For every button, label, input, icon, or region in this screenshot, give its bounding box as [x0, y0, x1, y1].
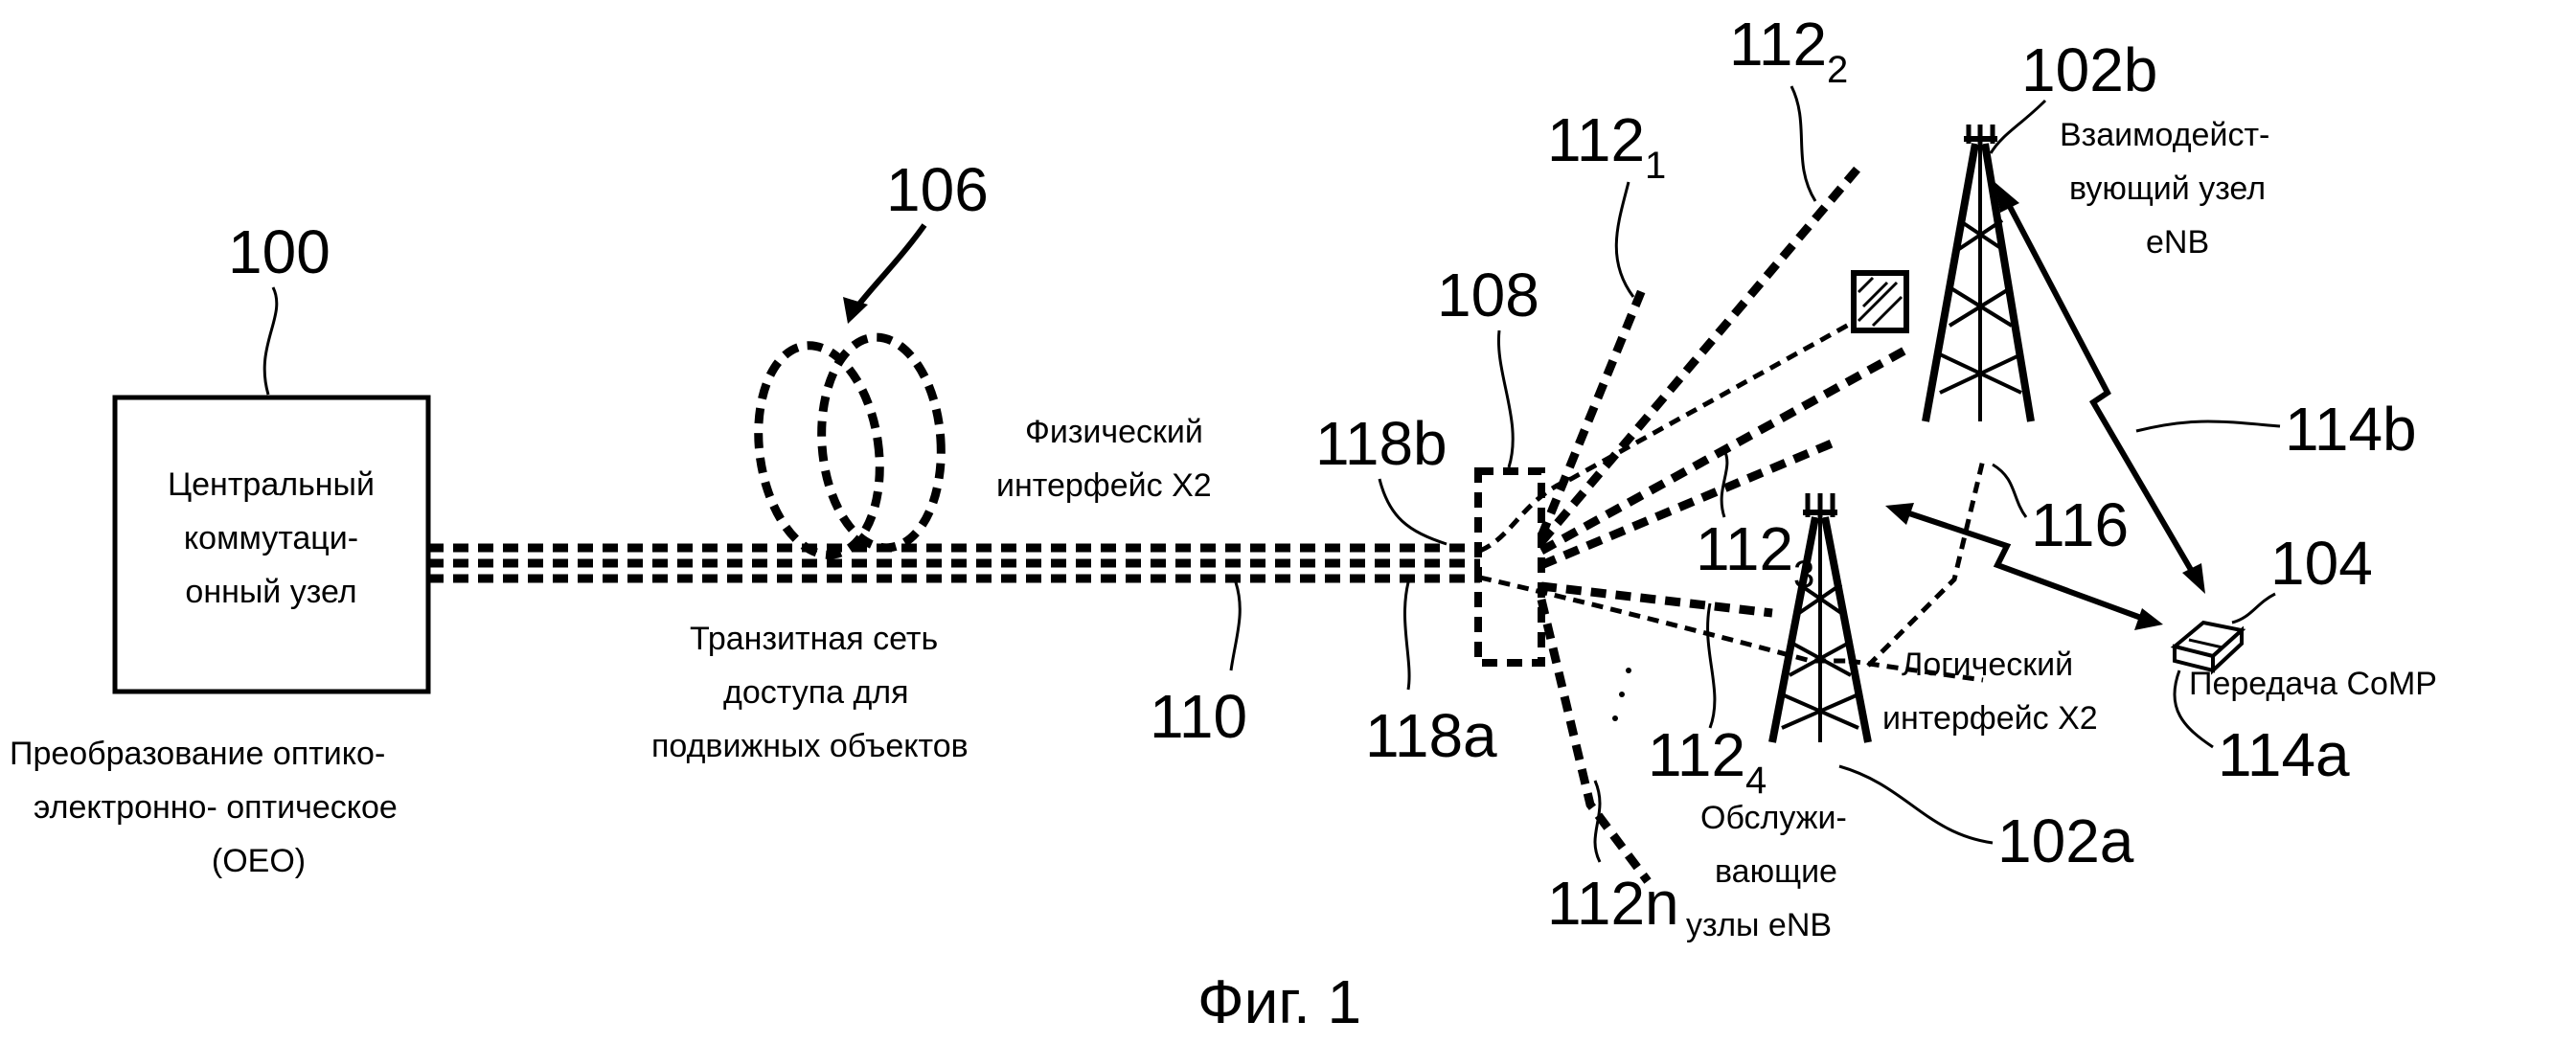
- hatch-4: [1857, 276, 1875, 294]
- ue-device-104: [2170, 620, 2246, 675]
- ref-118a: 118a: [1365, 701, 1497, 770]
- leader-112-4: [1706, 602, 1717, 729]
- ref-100: 100: [228, 217, 331, 286]
- fiber-112-n: [1537, 598, 1652, 884]
- arrowhead-114b-top: [1995, 182, 2019, 213]
- arrowhead-114a-left: [1885, 503, 1914, 525]
- cooperating-enb-line2: вующий узел: [2069, 170, 2266, 207]
- cooperating-enb-line3: eNB: [2146, 224, 2209, 261]
- cooperating-enb-line1: Взаимодейст-: [2060, 117, 2269, 153]
- fiber-112-2: [1538, 165, 1862, 545]
- arrowhead-106: [843, 297, 868, 324]
- physical-interface-line2: интерфейс X2: [996, 467, 1212, 504]
- backhaul-line1: Транзитная сеть: [690, 621, 938, 657]
- ref-112-2: 1122: [1729, 10, 1848, 91]
- oeo-caption-line2: электронно- оптическое: [34, 789, 398, 826]
- logical-interface-line1: Логический: [1902, 647, 2073, 683]
- leader-108: [1496, 329, 1515, 468]
- tower-102a: [1768, 493, 1872, 743]
- ref-104: 104: [2270, 529, 2373, 598]
- ref-108: 108: [1437, 261, 1539, 329]
- hatch-2: [1861, 281, 1889, 308]
- serving-enb-line3: узлы eNB: [1686, 907, 1832, 943]
- ref-118b: 118b: [1315, 409, 1448, 478]
- leader-112n: [1593, 780, 1602, 863]
- leader-118b: [1378, 478, 1448, 546]
- fiber-112-1: [1537, 285, 1648, 538]
- leader-102b: [1989, 99, 2047, 154]
- ref-112-1: 1121: [1547, 105, 1666, 187]
- leader-112-1: [1614, 181, 1635, 298]
- oeo-caption-line3: (ОЕО): [212, 843, 306, 879]
- fiber-thin-to-box: [1478, 308, 1875, 554]
- splitter-108: [1474, 467, 1545, 667]
- central-node-line2: коммутаци-: [184, 520, 358, 556]
- arrowhead-114a-right: [2134, 608, 2163, 630]
- tower-102b: [1922, 125, 2035, 422]
- figure-caption: Фиг. 1: [1197, 967, 1361, 1036]
- arrow-106: [855, 223, 927, 308]
- leader-100: [262, 286, 279, 396]
- ref-114b: 114b: [2285, 395, 2417, 464]
- leader-116: [1992, 463, 2028, 518]
- leader-118a: [1402, 581, 1411, 691]
- remote-radio-box: [1851, 270, 1909, 333]
- ref-112n: 112n: [1547, 869, 1679, 938]
- ref-116: 116: [2031, 490, 2129, 559]
- fiber-loop-inner: [754, 341, 884, 559]
- backhaul-line2: доступа для: [723, 674, 909, 711]
- ellipsis-dot-2: [1619, 692, 1625, 697]
- comp-label: Передача CoMP: [2189, 666, 2437, 702]
- ellipsis-dot-1: [1626, 668, 1631, 673]
- central-node-line1: Центральный: [168, 466, 375, 503]
- fiber-thin-102a-to-102b: [1866, 459, 1986, 668]
- ref-112-4: 1124: [1648, 720, 1767, 802]
- leader-112-3: [1720, 449, 1729, 518]
- ellipsis-dot-3: [1612, 715, 1618, 721]
- hatch-3: [1871, 295, 1904, 328]
- serving-enb-line2: вающие: [1715, 853, 1837, 890]
- backhaul-line3: подвижных объектов: [651, 728, 969, 764]
- serving-enb-line1: Обслужи-: [1700, 800, 1847, 836]
- leader-104: [2231, 592, 2276, 624]
- ref-102a: 102a: [1997, 806, 2134, 875]
- leader-102a: [1838, 764, 1994, 845]
- leader-114b: [2135, 420, 2281, 433]
- radio-link-114b: [2004, 199, 2197, 577]
- fiber-112-3: [1539, 439, 1834, 570]
- ref-106: 106: [886, 155, 989, 224]
- central-node-line3: онный узел: [185, 574, 356, 610]
- ref-110: 110: [1150, 682, 1247, 751]
- leader-112-2: [1790, 85, 1817, 202]
- logical-interface-line2: интерфейс X2: [1882, 700, 2098, 737]
- fiber-to-102b-a: [1539, 346, 1909, 555]
- ref-112-3: 1123: [1696, 514, 1814, 596]
- ref-102b: 102b: [2021, 35, 2157, 104]
- hatch-1: [1857, 281, 1899, 323]
- fiber-112-4-upper: [1540, 581, 1773, 618]
- physical-interface-line1: Физический: [1025, 414, 1203, 450]
- oeo-caption-line1: Преобразование оптико-: [10, 736, 385, 772]
- radio-link-114a: [1905, 510, 2143, 621]
- ref-114a: 114a: [2218, 720, 2350, 789]
- arrowhead-114b-bottom: [2182, 563, 2205, 594]
- leader-110: [1229, 581, 1242, 671]
- fiber-loop-outer: [817, 332, 946, 553]
- leader-114a: [2173, 670, 2214, 749]
- fiber-thin-to-102a: [1479, 575, 1849, 664]
